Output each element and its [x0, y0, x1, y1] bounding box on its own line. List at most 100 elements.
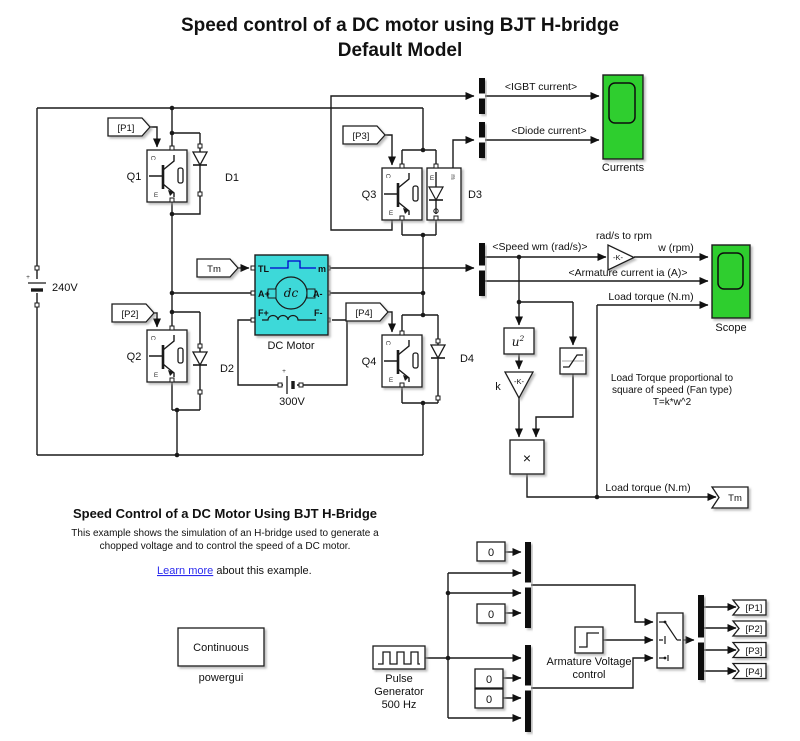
port-letter-e: E: [389, 377, 394, 384]
from-tag-label: [P2]: [122, 309, 139, 320]
port-letter-c: C: [149, 336, 156, 341]
field-source-label: 300V: [279, 396, 305, 408]
from-tag-tm[interactable]: Tm: [196, 258, 239, 278]
bus-selector-diode[interactable]: [479, 122, 485, 158]
learn-more-link[interactable]: Learn more: [157, 565, 213, 577]
transistor-q3[interactable]: C E Q3: [362, 167, 423, 221]
q1-label: Q1: [127, 171, 142, 183]
pulse-generator-label-1: Pulse: [385, 673, 413, 685]
math-square-block[interactable]: u2: [503, 327, 535, 355]
from-tag-p1[interactable]: [P1]: [107, 117, 151, 137]
dc-motor-block[interactable]: dc TL m A+ A- F+ F- DC Motor: [254, 254, 329, 352]
goto-tag-p1[interactable]: [P1]: [731, 599, 767, 616]
constant-value: 0: [488, 547, 494, 559]
port-letter-c: C: [149, 156, 156, 161]
load-torque-signal-label-top: Load torque (N.m): [608, 291, 693, 303]
product-block[interactable]: ×: [509, 439, 545, 475]
from-tag-label: [P4]: [356, 308, 373, 319]
svg-text:Load Torque proportional to: Load Torque proportional to: [611, 373, 734, 384]
constant-block-2[interactable]: 0: [476, 603, 506, 624]
diode-d2[interactable]: D2: [191, 351, 234, 375]
goto-tag-p2[interactable]: [P2]: [731, 620, 767, 637]
load-torque-note: Load Torque proportional to square of sp…: [611, 373, 734, 408]
from-tag-p4[interactable]: [P4]: [345, 302, 389, 322]
u-squared-text: u2: [512, 334, 525, 349]
from-tag-label: [P1]: [118, 123, 135, 134]
motor-port-a-plus: A+: [258, 289, 270, 299]
saturation-block[interactable]: [559, 347, 587, 375]
armature-voltage-step-block[interactable]: Armature Voltage control: [547, 626, 632, 681]
field-source-300v[interactable]: + 300V: [279, 368, 305, 408]
constant-value: 0: [486, 674, 492, 686]
from-tag-p3[interactable]: [P3]: [342, 125, 386, 145]
constant-value: 0: [486, 694, 492, 706]
goto-tag-label: [P2]: [746, 624, 763, 635]
scope-block[interactable]: Scope: [711, 244, 751, 334]
k-gain-block[interactable]: -K- k: [495, 371, 535, 400]
signal-wires: [150, 92, 737, 722]
transistor-q4[interactable]: C E Q4: [362, 334, 423, 388]
d3-label: D3: [468, 189, 482, 201]
constant-value: 0: [488, 609, 494, 621]
step-block-label-1: Armature Voltage: [547, 656, 632, 668]
q2-label: Q2: [127, 351, 142, 363]
step-block-label-2: control: [572, 669, 605, 681]
goto-tag-label: [P3]: [746, 646, 763, 657]
constant-block-3[interactable]: 0: [474, 668, 504, 689]
port-letter-e: E: [389, 210, 394, 217]
from-tag-p2[interactable]: [P2]: [111, 303, 155, 323]
powergui-mode: Continuous: [193, 642, 249, 654]
motor-port-f-plus: F+: [258, 308, 269, 318]
gain-name-label: rad/s to rpm: [596, 230, 652, 242]
bus-selector-motor[interactable]: [479, 243, 485, 296]
description-heading: Speed Control of a DC Motor Using BJT H-…: [73, 506, 377, 521]
diode-d3-block[interactable]: E m D3: [426, 167, 482, 221]
transistor-q2[interactable]: C E Q2: [127, 329, 188, 383]
currents-scope-label: Currents: [602, 162, 645, 174]
constant-block-1[interactable]: 0: [476, 541, 506, 562]
powergui-label: powergui: [199, 672, 244, 684]
model-title-line1: Speed control of a DC motor using BJT H-…: [181, 15, 619, 36]
from-tag-label: Tm: [207, 264, 221, 275]
d4-label: D4: [460, 353, 474, 365]
dc-source-240v[interactable]: + 240V: [26, 274, 78, 294]
goto-tag-label: [P4]: [746, 667, 763, 678]
goto-tag-label: Tm: [728, 493, 742, 504]
goto-tag-p3[interactable]: [P3]: [731, 641, 767, 659]
electrical-wires: [36, 107, 439, 456]
goto-tag-tm[interactable]: Tm: [710, 486, 749, 509]
rad-to-rpm-gain-block[interactable]: -K- rad/s to rpm: [596, 230, 652, 272]
description-line1: This example shows the simulation of an …: [71, 528, 379, 539]
port-letter-c: C: [384, 174, 391, 179]
scope-label: Scope: [715, 322, 746, 334]
d2-label: D2: [220, 363, 234, 375]
switch-block[interactable]: [656, 612, 684, 669]
goto-tag-p4[interactable]: [P4]: [731, 662, 767, 680]
k-gain-value-text: -K-: [514, 377, 525, 386]
description-line2: chopped voltage and to control the speed…: [100, 541, 351, 552]
diode-current-signal-label: <Diode current>: [511, 125, 586, 137]
diode-d4[interactable]: D4: [429, 344, 474, 365]
pulse-generator-block[interactable]: Pulse Generator 500 Hz: [372, 645, 426, 711]
learn-more-suffix: about this example.: [213, 565, 311, 577]
motor-port-m: m: [318, 264, 326, 274]
diode-d1[interactable]: D1: [191, 151, 239, 184]
constant-block-4[interactable]: 0: [474, 688, 504, 709]
bus-selector-igbt[interactable]: [479, 78, 485, 114]
svg-text:T=k*w^2: T=k*w^2: [653, 397, 692, 408]
port-letter-m: m: [449, 174, 456, 179]
pulse-generator-label-3: 500 Hz: [382, 699, 417, 711]
powergui-block[interactable]: Continuous powergui: [177, 627, 265, 684]
q4-label: Q4: [362, 356, 377, 368]
motor-port-a-minus: A-: [313, 289, 323, 299]
igbt-current-signal-label: <IGBT current>: [505, 81, 577, 93]
mux-lower[interactable]: [525, 645, 531, 732]
product-symbol: ×: [523, 450, 531, 466]
from-tag-label: [P3]: [353, 131, 370, 142]
transistor-q1[interactable]: C E Q1: [127, 149, 188, 203]
battery-plus-sign: +: [26, 274, 30, 281]
currents-scope-block[interactable]: Currents: [602, 74, 645, 174]
mux-upper[interactable]: [525, 542, 531, 628]
demux-bar[interactable]: [698, 595, 704, 680]
